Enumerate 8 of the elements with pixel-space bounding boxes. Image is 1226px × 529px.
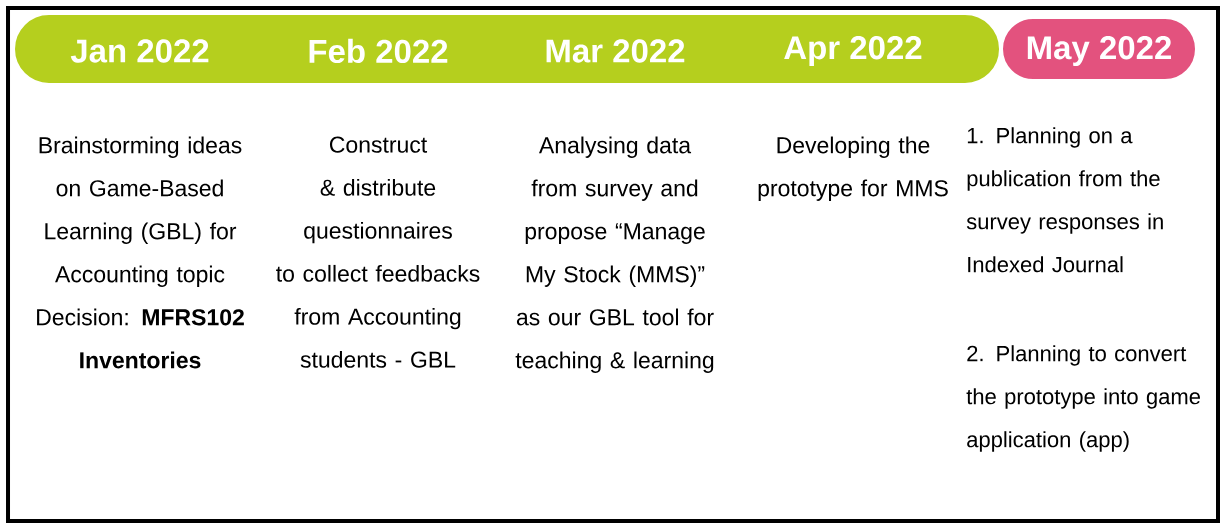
- milestone-text: Analysing data from survey and propose “Manage My Stock (MMS)” as our GBL tool for teaching & learning: [515, 136, 714, 373]
- milestone-text: Construct & distribute questionnaires to collect feedbacks from Accounting students - GBL: [276, 136, 480, 368]
- list-item: 2. Planning to convert the prototype into game application (app): [966, 345, 1200, 452]
- list-item: 1. Planning on a publication from the survey responses in Indexed Journal: [966, 127, 1163, 273]
- month-pill: May 2022: [1001, 17, 1197, 81]
- milestone-text: Brainstorming ideas on Game-Based Learning (GBL) for Accounting topic Decision: MFRS102 Inventories: [37, 136, 244, 369]
- timeline-band: Jan 2022 Feb 2022 Mar 2022 Apr 2022: [13, 13, 1001, 85]
- milestone-text: Developing the prototype for MMS: [758, 136, 948, 201]
